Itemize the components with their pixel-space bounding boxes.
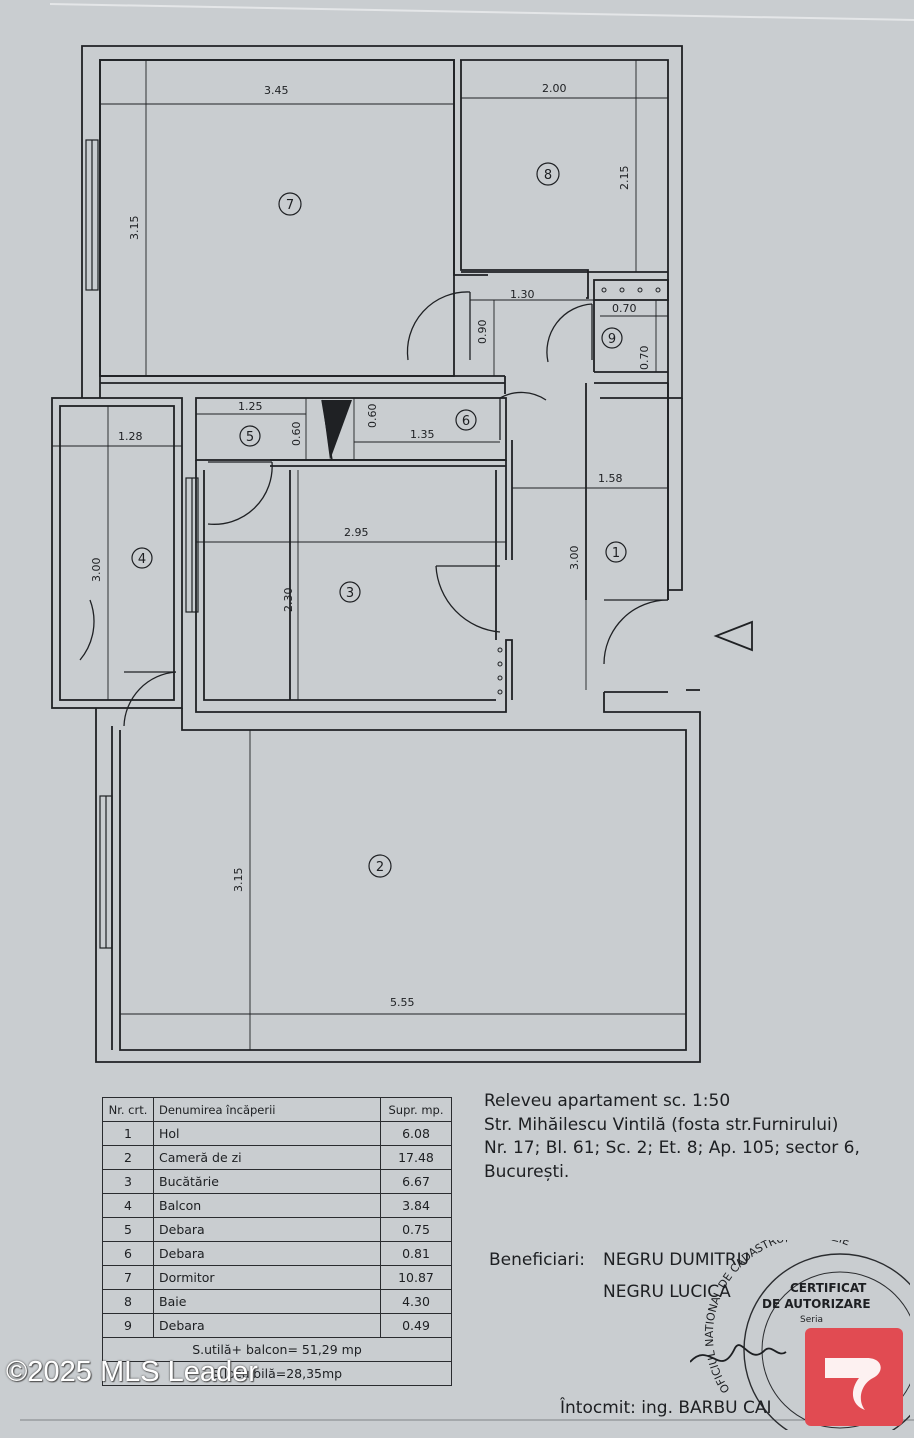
legend-nr: 4 <box>102 1193 154 1218</box>
dim-bath-depth: 2.15 <box>618 166 631 191</box>
stamp-line-2: DE AUTORIZARE <box>762 1297 871 1311</box>
legend-room: Debara <box>153 1313 381 1338</box>
dim-balcony-depth: 3.00 <box>90 558 103 583</box>
legend-nr: 2 <box>102 1145 154 1170</box>
dim-corridor-width: 1.30 <box>510 288 535 301</box>
room-number-5: 5 <box>246 430 254 445</box>
room-number-7: 7 <box>286 198 294 213</box>
dim-living-width: 5.55 <box>390 996 415 1009</box>
signature-mark <box>690 1344 787 1363</box>
dim-hall-width: 1.58 <box>598 472 623 485</box>
title-line-1: Releveu apartament sc. 1:50 <box>484 1091 731 1111</box>
dim-kitchen-depth: 2.30 <box>282 588 295 613</box>
room-number-9: 9 <box>608 332 616 347</box>
legend-area: 0.81 <box>380 1241 452 1266</box>
dim-storage6-width: 1.35 <box>410 428 435 441</box>
room-number-8: 8 <box>544 168 552 183</box>
room-number-4: 4 <box>138 552 146 567</box>
dim-bedroom-depth: 3.15 <box>128 216 141 241</box>
legend-total-row: S.utilă+ balcon= 51,29 mp <box>102 1337 452 1362</box>
room-number-1: 1 <box>612 546 620 561</box>
room-number-3: 3 <box>346 586 354 601</box>
legend-nr: 5 <box>102 1217 154 1242</box>
legend-room: Hol <box>153 1121 381 1146</box>
legend-total-useful: S.utilă+ balcon= 51,29 mp <box>102 1337 452 1362</box>
legend-header-area: Supr. mp. <box>380 1097 452 1122</box>
dim-corridor-depth: 0.90 <box>476 320 489 345</box>
legend-area: 6.67 <box>380 1169 452 1194</box>
beneficiary-name-1: NEGRU DUMITRU <box>603 1250 750 1270</box>
dim-living-depth: 3.15 <box>232 868 245 893</box>
legend-room: Debara <box>153 1217 381 1242</box>
legend-room: Bucătărie <box>153 1169 381 1194</box>
legend-room: Cameră de zi <box>153 1145 381 1170</box>
dim-hall-depth: 3.00 <box>568 546 581 571</box>
dim-storage9-width: 0.70 <box>612 302 637 315</box>
legend-area: 4.30 <box>380 1289 452 1314</box>
legend-area: 17.48 <box>380 1145 452 1170</box>
legend-nr: 7 <box>102 1265 154 1290</box>
dim-bath-width: 2.00 <box>542 82 567 95</box>
brand-logo <box>805 1328 903 1426</box>
legend-total-row: S.locuibilă=28,35mp <box>102 1361 452 1386</box>
legend-nr: 1 <box>102 1121 154 1146</box>
dim-balcony-width: 1.28 <box>118 430 143 443</box>
dim-storage5-width: 1.25 <box>238 400 263 413</box>
legend-nr: 3 <box>102 1169 154 1194</box>
legend-area: 0.75 <box>380 1217 452 1242</box>
legend-area: 3.84 <box>380 1193 452 1218</box>
legend-room: Baie <box>153 1289 381 1314</box>
legend-room: Dormitor <box>153 1265 381 1290</box>
legend-area: 0.49 <box>380 1313 452 1338</box>
legend-nr: 9 <box>102 1313 154 1338</box>
dim-storage5-depth: 0.60 <box>290 422 303 447</box>
beneficiary-name-2: NEGRU LUCICA <box>603 1282 731 1302</box>
title-line-3: Nr. 17; Bl. 61; Sc. 2; Et. 8; Ap. 105; s… <box>484 1138 860 1158</box>
copyright-watermark: ©2025 MLS Leader <box>6 1356 258 1388</box>
stamp-line-3: Seria <box>800 1315 823 1325</box>
legend-area: 10.87 <box>380 1265 452 1290</box>
room-number-6: 6 <box>462 414 470 429</box>
room-number-2: 2 <box>376 860 384 875</box>
legend-nr: 6 <box>102 1241 154 1266</box>
legend-room: Debara <box>153 1241 381 1266</box>
legend-area: 6.08 <box>380 1121 452 1146</box>
title-line-2: Str. Mihăilescu Vintilă (fosta str.Furni… <box>484 1114 839 1135</box>
prepared-by: Întocmit: ing. BARBU CAI <box>560 1398 772 1418</box>
room-legend-table: Nr. crt. Denumirea încăperii Supr. mp. 1… <box>102 1097 452 1386</box>
title-line-4: București. <box>484 1161 570 1182</box>
beneficiaries-label: Beneficiari: <box>489 1250 585 1270</box>
plan-title-block: Releveu apartament sc. 1:50 Str. Mihăile… <box>484 1090 860 1184</box>
legend-header-nr: Nr. crt. <box>102 1097 154 1122</box>
dim-storage9-depth: 0.70 <box>638 346 651 371</box>
brand-logo-icon <box>825 1358 881 1410</box>
dim-kitchen-width: 2.95 <box>344 526 369 539</box>
legend-nr: 8 <box>102 1289 154 1314</box>
legend-total-living: S.locuibilă=28,35mp <box>102 1361 452 1386</box>
legend-header-row: Nr. crt. Denumirea încăperii Supr. mp. <box>102 1097 452 1122</box>
legend-room: Balcon <box>153 1193 381 1218</box>
stamp-line-1: CERTIFICAT <box>790 1281 867 1295</box>
dim-storage6-depth: 0.60 <box>366 404 379 429</box>
legend-header-room: Denumirea încăperii <box>153 1097 381 1122</box>
dim-bedroom-width: 3.45 <box>264 84 289 97</box>
